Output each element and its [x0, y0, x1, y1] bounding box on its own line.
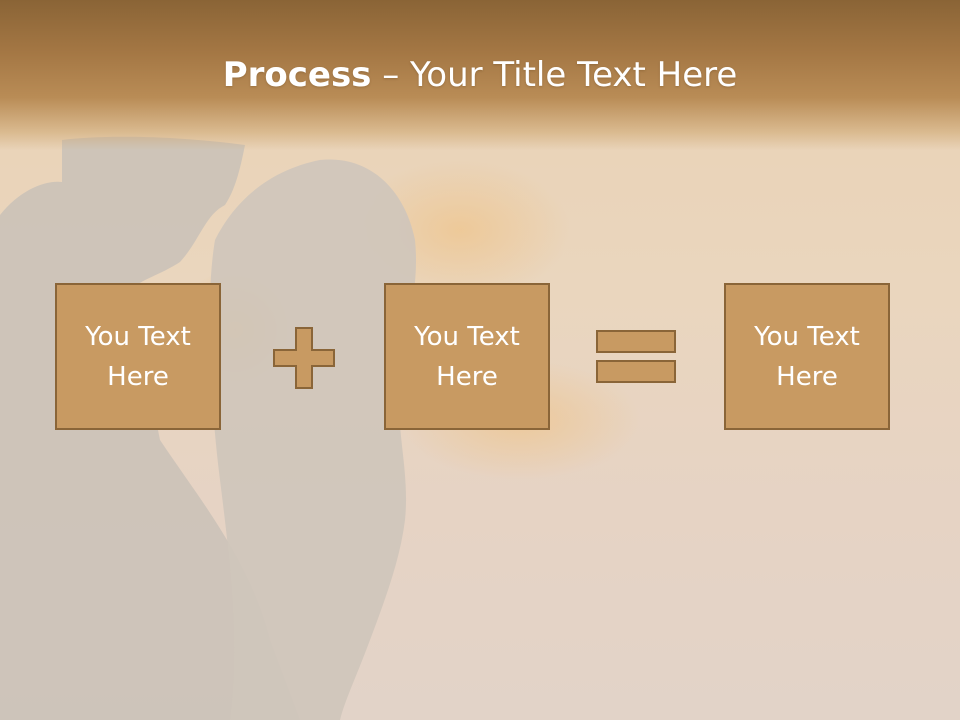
- process-box-3-label: You Text Here: [754, 321, 860, 392]
- slide-title: Process – Your Title Text Here: [0, 52, 960, 98]
- process-box-1-label: You Text Here: [85, 321, 191, 392]
- equals-icon: [596, 330, 676, 383]
- process-box-3[interactable]: You Text Here: [724, 283, 890, 430]
- process-box-1[interactable]: You Text Here: [55, 283, 221, 430]
- process-box-2-label: You Text Here: [414, 321, 520, 392]
- title-bold-text: Process: [222, 55, 372, 95]
- title-bar: [0, 0, 960, 150]
- process-box-2[interactable]: You Text Here: [384, 283, 550, 430]
- plus-icon: [273, 327, 335, 389]
- title-text: – Your Title Text Here: [371, 55, 738, 95]
